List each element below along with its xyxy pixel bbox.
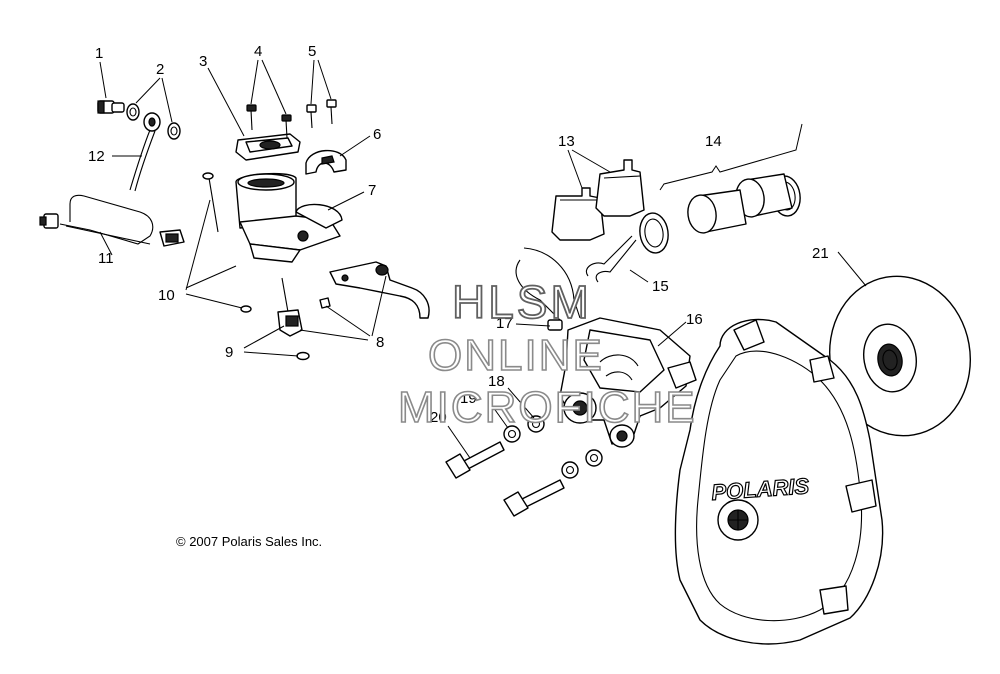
callout-7: 7 [368, 182, 376, 199]
copyright-text: © 2007 Polaris Sales Inc. [176, 534, 322, 549]
part-handlebar-clamp [305, 149, 347, 175]
part-brake-pads [551, 159, 645, 241]
watermark-line-3: MICROFICHE [398, 383, 697, 432]
part-chaincase-cover: POLARIS [674, 318, 884, 645]
callout-3: 3 [199, 53, 207, 70]
watermark-line-2: ONLINE [428, 331, 604, 380]
callout-18: 18 [488, 373, 505, 390]
part-brake-disc [828, 275, 972, 437]
part-lever-pivot [277, 277, 310, 361]
part-brake-lever [319, 261, 430, 319]
callout-15: 15 [652, 278, 669, 295]
part-cover-screws [246, 104, 292, 139]
callout-17: 17 [496, 315, 513, 332]
callout-11: 11 [98, 250, 114, 267]
callout-numbers: 1 2 3 4 5 6 7 8 9 10 11 12 13 14 15 16 1… [88, 43, 829, 426]
callout-10: 10 [158, 287, 175, 304]
part-master-cylinder [235, 173, 343, 263]
callout-21: 21 [812, 245, 829, 262]
callout-12: 12 [88, 148, 105, 165]
callout-8: 8 [376, 334, 384, 351]
part-crush-washers [126, 103, 181, 140]
watermark-line-1: HLSM [452, 276, 592, 328]
callout-19: 19 [460, 390, 477, 407]
part-caliper-pistons-seals [639, 173, 801, 254]
callout-16: 16 [686, 311, 703, 328]
callout-6: 6 [373, 126, 381, 143]
part-reservoir-cover [235, 133, 301, 161]
callout-1: 1 [95, 45, 103, 62]
part-brake-hose [129, 129, 156, 192]
callout-4: 4 [254, 43, 262, 60]
callout-20: 20 [430, 409, 447, 426]
part-brake-caliper [515, 247, 697, 448]
part-banjo-bolt [97, 100, 125, 114]
callout-14: 14 [705, 133, 722, 150]
callout-2: 2 [156, 61, 164, 78]
part-mount-bolts [445, 441, 565, 517]
callout-13: 13 [558, 133, 575, 150]
leader-lines [99, 59, 867, 459]
callout-5: 5 [308, 43, 316, 60]
watermark: HLSM ONLINE MICROFICHE [397, 275, 697, 433]
part-clamp-bolts [306, 99, 337, 129]
part-mount-washers [503, 415, 603, 479]
part-pad-clip [586, 235, 637, 283]
callout-9: 9 [225, 344, 233, 361]
part-pivot-pin [202, 172, 252, 313]
part-brake-switch-harness [39, 194, 185, 247]
